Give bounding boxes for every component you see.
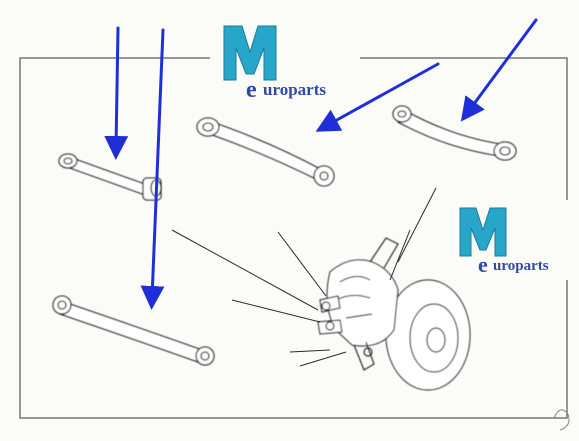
upper-control-arm: [196, 117, 335, 187]
corner-mark: [553, 409, 570, 431]
logo-top-text: uroparts: [263, 80, 326, 99]
short-control-arm-left: [58, 153, 162, 201]
logo-right-inner-letter: e: [478, 252, 488, 277]
europarts-logo-right: e uroparts: [452, 200, 576, 280]
logo-right-text: uroparts: [493, 258, 549, 274]
long-lower-control-arm: [52, 295, 215, 366]
europarts-logo-top: e uroparts: [210, 18, 360, 104]
arrow-short-arm: [104, 26, 129, 160]
leader-lines: [171, 187, 437, 367]
pointer-arrows: [104, 18, 538, 310]
arrow-upper-arm: [315, 62, 440, 132]
curved-control-arm: [392, 105, 517, 161]
arrow-curved-arm: [460, 18, 538, 122]
logo-top-inner-letter: e: [246, 77, 257, 103]
arrow-long-arm: [140, 28, 165, 310]
rear-hub-assembly: [317, 237, 471, 391]
